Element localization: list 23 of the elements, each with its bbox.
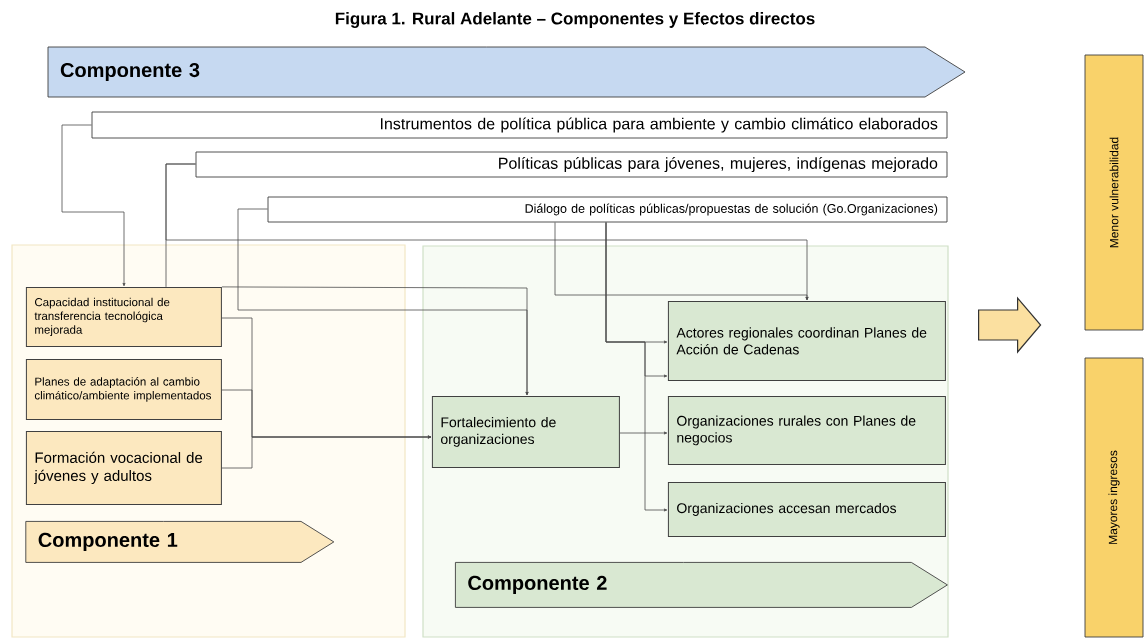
block-arrow bbox=[978, 296, 1042, 354]
component-banner: Componente 2 bbox=[454, 561, 948, 608]
connector-arrow bbox=[221, 435, 432, 469]
connector-arrow bbox=[554, 222, 809, 301]
output-box: Planes de adaptación al cambio climático/ambiente implementados bbox=[25, 358, 222, 420]
connector-arrow bbox=[605, 222, 668, 512]
output-box: Políticas públicas para jóvenes, mujeres, indígenas mejorado bbox=[195, 151, 948, 178]
outcome-box: Mayores ingresos bbox=[1084, 357, 1144, 638]
output-box: Formación vocacional de jóvenes y adultos bbox=[25, 430, 222, 505]
connector-arrow bbox=[61, 124, 126, 287]
output-box: Actores regionales coordinan Planes de Acción de Cadenas bbox=[667, 300, 946, 381]
connector-arrow bbox=[221, 286, 529, 396]
output-box: Capacidad institucional de transferencia tecnológica mejorada bbox=[25, 286, 222, 347]
outcome-box: Menor vulnerabilidad bbox=[1084, 54, 1144, 331]
output-box: Organizaciones accesan mercados bbox=[667, 481, 946, 537]
figure-title: Figura 1. Rural Adelante – Componentes y Efectos directos bbox=[335, 12, 815, 28]
component-banner: Componente 1 bbox=[25, 520, 335, 563]
output-box: Diálogo de políticas públicas/propuestas de solución (Go.Organizaciones) bbox=[267, 196, 948, 223]
component-banner: Componente 3 bbox=[47, 46, 966, 98]
output-box: Organizaciones rurales con Planes de negocios bbox=[667, 395, 946, 465]
connector-arrow bbox=[619, 431, 668, 435]
output-box: Instrumentos de política pública para ambiente y cambio climático elaborados bbox=[91, 111, 948, 139]
output-box: Fortalecimiento de organizaciones bbox=[431, 395, 620, 468]
